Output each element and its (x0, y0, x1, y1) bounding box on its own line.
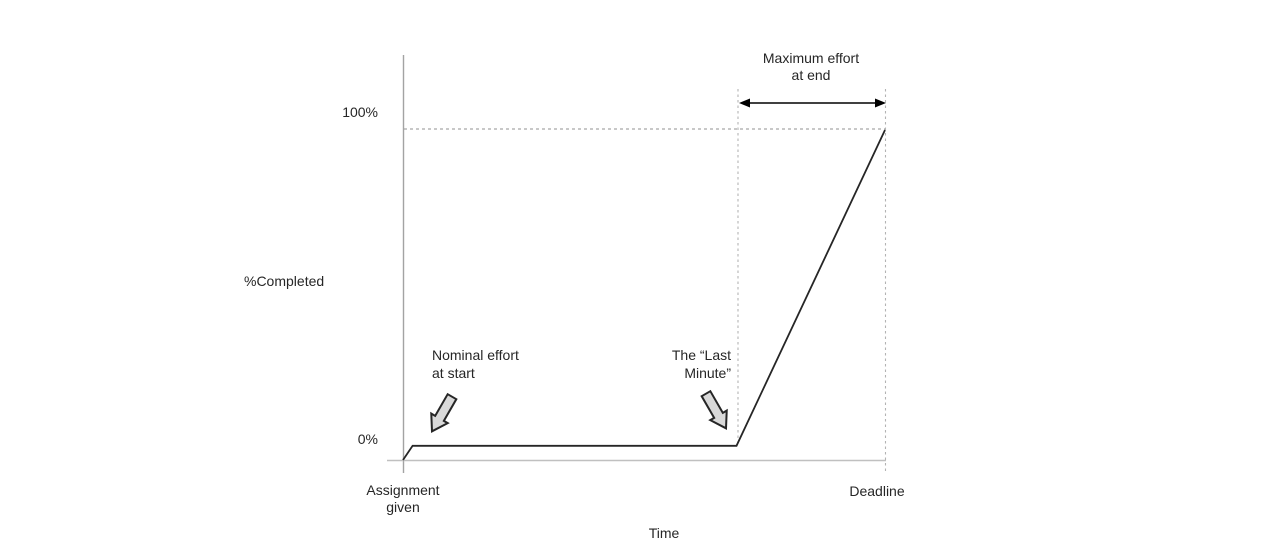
y-tick-100: 100% (342, 104, 378, 120)
annotation-maximum-effort: Maximum effort at end (741, 50, 881, 84)
range-arrow-left-head (739, 98, 750, 108)
x-tick-deadline: Deadline (849, 483, 905, 499)
x-axis-title: Time (648, 525, 680, 541)
annotation-nominal-effort: Nominal effort at start (432, 346, 519, 382)
annotation-last-minute-line2: Minute” (684, 365, 731, 381)
annotation-nominal-effort-line2: at start (432, 365, 475, 381)
x-tick-assignment-given: Assignment given (353, 482, 453, 516)
annotation-maximum-effort-line1: Maximum effort (762, 50, 860, 66)
y-tick-0: 0% (357, 431, 378, 447)
down-left-block-arrow-icon (430, 392, 458, 433)
x-tick-assignment-line1: Assignment (366, 482, 440, 498)
completion-curve (402, 129, 886, 461)
annotation-last-minute: The “Last Minute” (600, 346, 731, 382)
annotation-nominal-effort-line1: Nominal effort (432, 347, 519, 363)
range-arrow-right-head (875, 98, 886, 108)
annotation-maximum-effort-line2: at end (791, 67, 831, 83)
down-right-block-arrow-icon (700, 389, 728, 430)
x-tick-assignment-line2: given (386, 499, 420, 515)
annotation-last-minute-line1: The “Last (671, 347, 731, 363)
max-effort-range-arrow (739, 98, 886, 108)
y-axis-title: %Completed (244, 273, 325, 289)
